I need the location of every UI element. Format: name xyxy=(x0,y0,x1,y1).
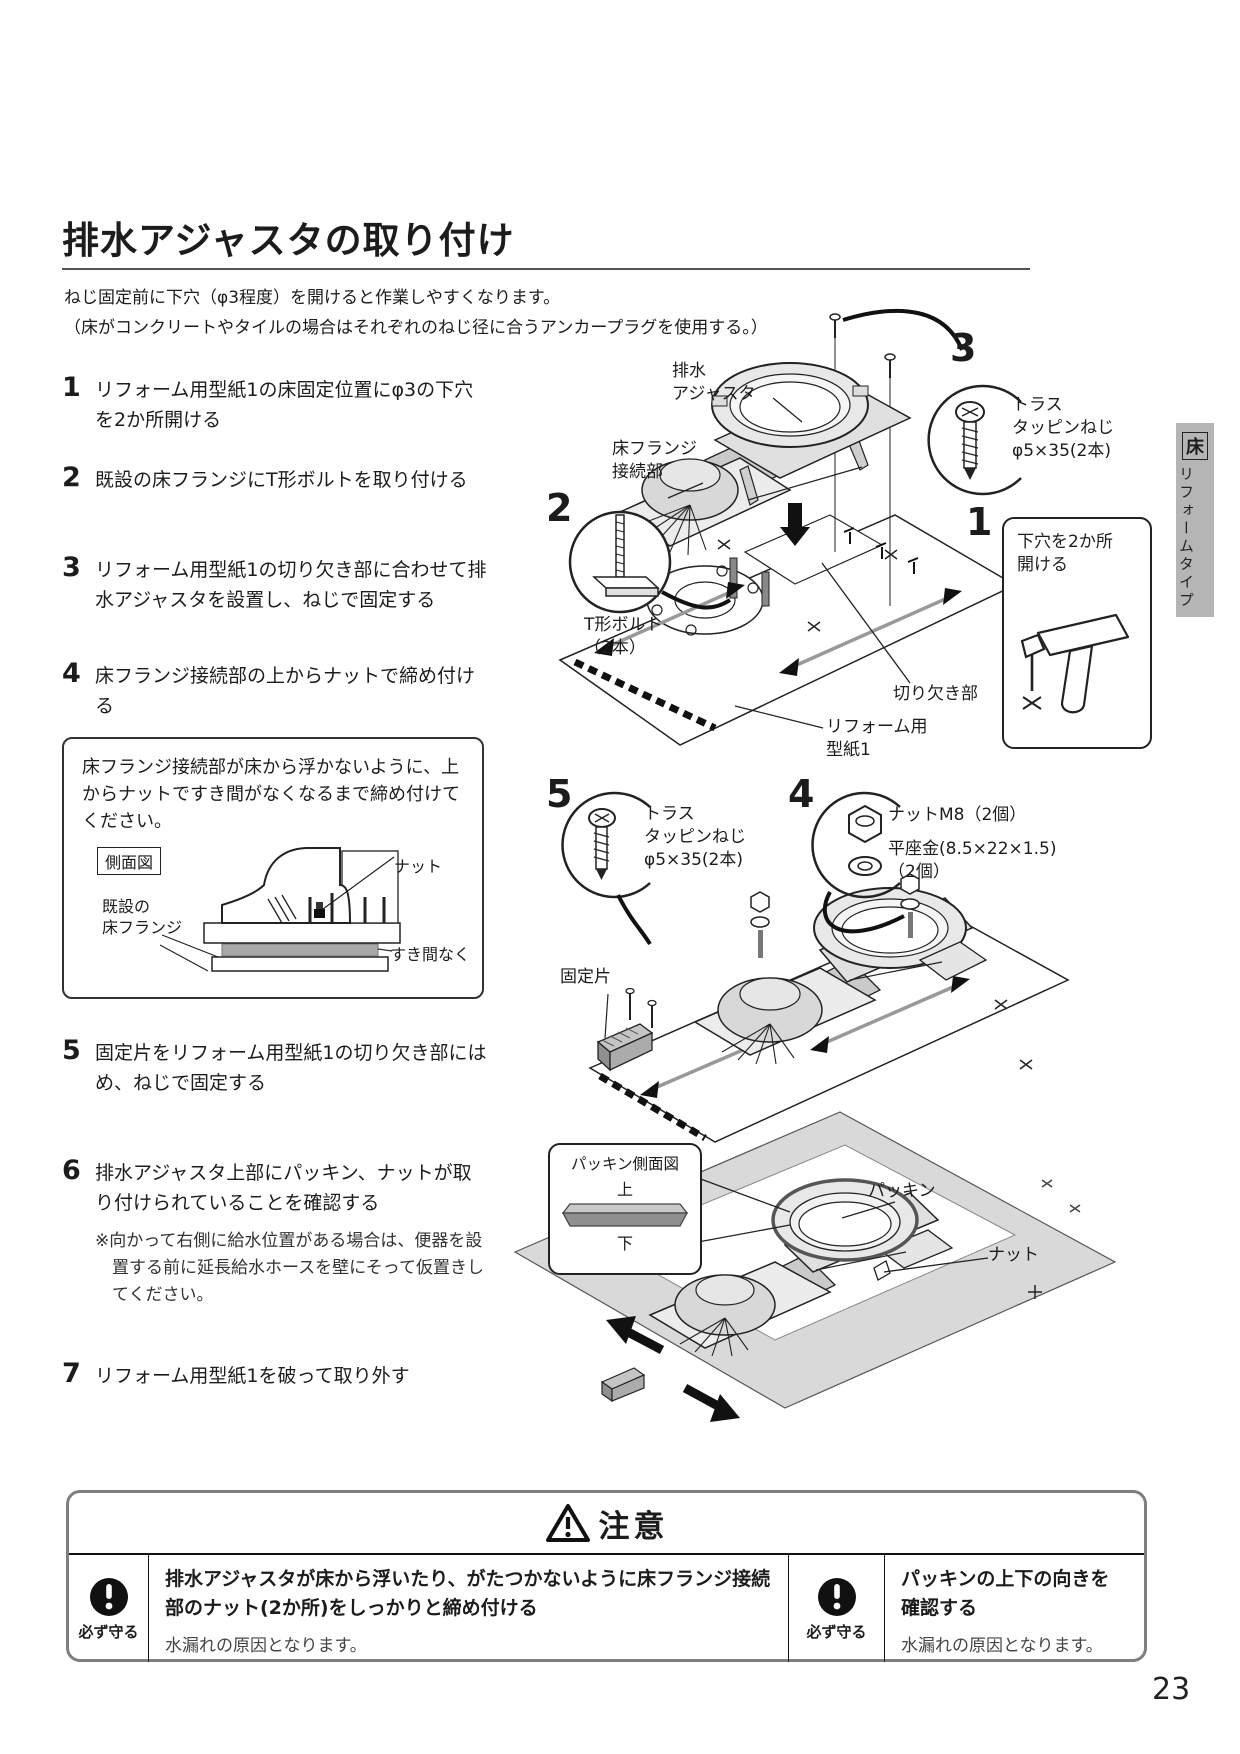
side-tab-label: リフォームタイプ xyxy=(1177,466,1195,610)
step-7-text: リフォーム用型紙1を破って取り外す xyxy=(95,1365,410,1387)
step-6-note: ※向かって右側に給水位置がある場合は、便器を設置する前に延長給水ホースを壁にそっ… xyxy=(95,1231,484,1305)
step-5-number: 5 xyxy=(62,1035,81,1066)
callout-number-4: 4 xyxy=(788,772,815,816)
drill-icon xyxy=(1020,613,1130,714)
step-4-text: 床フランジ接続部の上からナットで締め付ける xyxy=(95,665,476,717)
truss-screw-label-2: トラス タッピンねじ φ5×35(2本) xyxy=(644,804,746,870)
washer-icon xyxy=(848,856,882,876)
note-no-gap-label: すき間なく xyxy=(390,945,471,964)
callout-number-3: 3 xyxy=(950,326,977,370)
truss-screw-icon xyxy=(955,401,985,480)
removed-fixing-piece-icon xyxy=(600,1367,646,1403)
step-2-number: 2 xyxy=(62,462,81,493)
tightening-note-box: 床フランジ接続部が床から浮かないように、上からナットですき間がなくなるまで締め付… xyxy=(62,737,484,999)
caution-body: 必ず守る 排水アジャスタが床から浮いたり、がたつかないように床フランジ接続部のナ… xyxy=(69,1555,1144,1662)
title-rule xyxy=(62,268,1030,270)
step-1-text: リフォーム用型紙1の床固定位置にφ3の下穴を2か所開ける xyxy=(95,379,474,431)
mandatory-label: 必ず守る xyxy=(78,1622,139,1641)
diagram-fix-artwork xyxy=(561,791,1070,1143)
callout-number-2: 2 xyxy=(546,486,573,530)
note-text: 床フランジ接続部が床から浮かないように、上からナットですき間がなくなるまで締め付… xyxy=(82,757,460,832)
fixing-piece-icon xyxy=(596,1023,654,1072)
packing-nut-label: ナット xyxy=(988,1245,1039,1265)
note-existing-flange-label: 既設の 床フランジ xyxy=(102,897,183,937)
step-6-number: 6 xyxy=(62,1155,81,1186)
step-2-text: 既設の床フランジにT形ボルトを取り付ける xyxy=(95,469,468,491)
washer-label: 平座金(8.5×22×1.5) （2個） xyxy=(888,839,1057,882)
side-view-label: 側面図 xyxy=(97,847,162,875)
t-bolt-icon xyxy=(592,514,660,597)
side-view-artwork xyxy=(160,847,401,972)
packing-label: パッキン xyxy=(868,1181,936,1201)
packing-cross-section xyxy=(561,1203,689,1227)
small-nut-washer-icons xyxy=(750,873,920,928)
callout-number-5: 5 xyxy=(546,772,573,816)
packing-side-view-box: パッキン側面図 上 下 xyxy=(548,1143,702,1275)
nut-m8-icon xyxy=(848,804,882,844)
mandatory-icon xyxy=(89,1577,128,1616)
side-view-caption: 側面図 xyxy=(97,847,162,875)
caution-item-2-title: パッキンの上下の向きを確認する xyxy=(901,1568,1110,1619)
caution-item-1-sub: 水漏れの原因となります。 xyxy=(165,1636,367,1656)
side-tab-badge: 床 xyxy=(1182,432,1208,460)
step-6-text: 排水アジャスタ上部にパッキン、ナットが取り付けられていることを確認する xyxy=(95,1162,472,1214)
mandatory-icon-2 xyxy=(817,1577,856,1616)
page-title: 排水アジャスタの取り付け xyxy=(62,219,515,262)
diagrams-artwork xyxy=(513,308,1117,1422)
packing-box-title: パッキン側面図 xyxy=(570,1155,680,1173)
step-1-number: 1 xyxy=(62,372,81,403)
packing-down-label: 下 xyxy=(616,1234,633,1253)
caution-item-1-icon-cell: 必ず守る xyxy=(69,1555,148,1662)
step-3-text: リフォーム用型紙1の切り欠き部に合わせて排水アジャスタを設置し、ねじで固定する xyxy=(95,559,487,611)
step-5-text: 固定片をリフォーム用型紙1の切り欠き部にはめ、ねじで固定する xyxy=(95,1042,487,1094)
note-nut-label: ナット xyxy=(394,857,443,876)
packing-up-label: 上 xyxy=(616,1180,633,1199)
callout-number-1: 1 xyxy=(966,500,993,544)
caution-header: 注意 xyxy=(69,1493,1144,1555)
drain-adjuster-label: 排水 アジャスタ xyxy=(672,361,756,404)
caution-item-2-text-cell: パッキンの上下の向きを確認する 水漏れの原因となります。 xyxy=(884,1555,1144,1662)
step-4-number: 4 xyxy=(62,658,81,689)
cutout-label: 切り欠き部 xyxy=(893,684,978,704)
pilot-hole-callout-box: 下穴を2か所 開ける xyxy=(1002,517,1152,749)
diagram-install-artwork xyxy=(558,308,1022,746)
template-label: リフォーム用 型紙1 xyxy=(826,717,928,760)
truss-screw-label: トラス タッピンねじ φ5×35(2本) xyxy=(1012,395,1114,461)
step-3-number: 3 xyxy=(62,552,81,583)
caution-box: 注意 必ず守る 排水アジャスタが床から浮いたり、がたつかないように床フランジ接続… xyxy=(66,1490,1147,1662)
page-number: 23 xyxy=(1152,1672,1191,1707)
floor-flange-connection-label: 床フランジ 接続部 xyxy=(612,439,697,482)
caution-item-2-sub: 水漏れの原因となります。 xyxy=(901,1636,1103,1656)
warning-triangle-icon xyxy=(545,1504,590,1542)
fixing-piece-label: 固定片 xyxy=(560,967,611,987)
pilot-hole-label: 下穴を2か所 開ける xyxy=(1017,532,1113,575)
nut-m8-label: ナットM8（2個） xyxy=(888,805,1027,825)
t-bolt-label: T形ボルト （2本） xyxy=(584,615,663,658)
caution-item-2-icon-cell: 必ず守る xyxy=(788,1555,884,1662)
truss-screw-icon-2 xyxy=(588,808,616,880)
caution-title: 注意 xyxy=(598,1508,669,1545)
caution-item-1-text-cell: 排水アジャスタが床から浮いたり、がたつかないように床フランジ接続部のナット(2か… xyxy=(148,1555,788,1662)
step-7-number: 7 xyxy=(62,1358,81,1389)
caution-item-1-title: 排水アジャスタが床から浮いたり、がたつかないように床フランジ接続部のナット(2か… xyxy=(165,1568,771,1619)
side-tab-floor-reform: 床 リフォームタイプ xyxy=(1176,423,1214,617)
intro-text: ねじ固定前に下穴（φ3程度）を開けると作業しやすくなります。 （床がコンクリート… xyxy=(64,288,768,338)
diagram-packing-artwork xyxy=(513,1111,1117,1422)
mandatory-label-2: 必ず守る xyxy=(806,1622,867,1641)
